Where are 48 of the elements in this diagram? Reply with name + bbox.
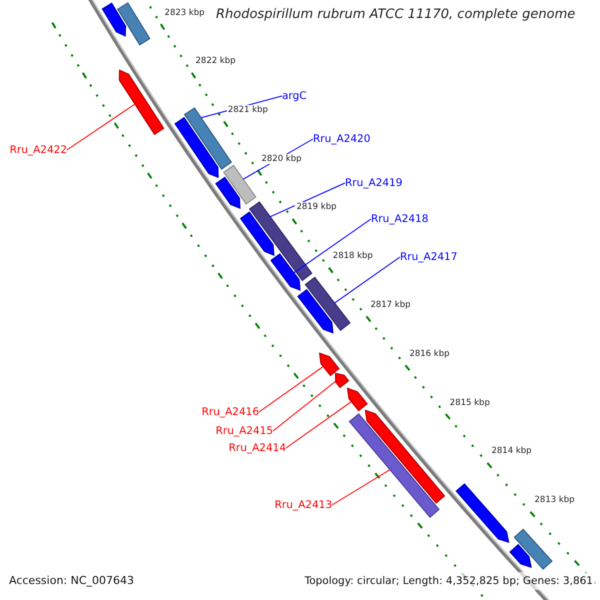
leader-line xyxy=(272,381,336,432)
scale-label: 2823 kbp xyxy=(164,8,206,18)
gene-feature xyxy=(174,116,219,178)
leader-line xyxy=(66,104,136,150)
gene-bar xyxy=(304,276,351,331)
gene-feature xyxy=(240,211,274,256)
gene-feature xyxy=(364,410,446,504)
gene-label: argC xyxy=(282,89,307,103)
gene-bar xyxy=(117,2,150,46)
scale-label: 2816 kbp xyxy=(408,348,451,359)
gene-label: Rru_A2417 xyxy=(400,250,458,264)
gene-label: Rru_A2415 xyxy=(216,424,273,438)
scale-label: 2820 kbp xyxy=(260,154,303,164)
leader-line xyxy=(332,469,390,506)
gene-label: Rru_A2414 xyxy=(228,441,286,455)
gene-bar xyxy=(348,413,440,518)
gene-bar xyxy=(223,164,256,205)
leader-line xyxy=(270,182,346,218)
leader-line xyxy=(286,401,352,448)
gene-label: Rru_A2419 xyxy=(345,176,402,190)
gene-feature xyxy=(102,2,126,37)
gene-feature xyxy=(456,483,510,544)
gene-feature xyxy=(297,289,334,334)
accession-label: Accession: NC_007643 xyxy=(9,573,134,589)
leader-line xyxy=(334,256,400,304)
leader-line xyxy=(258,366,324,412)
gene-bar xyxy=(514,528,553,570)
scale-label: 2815 kbp xyxy=(448,398,491,408)
gene-feature xyxy=(346,387,368,412)
gene-label: Rru_A2416 xyxy=(202,405,259,419)
gene-feature xyxy=(335,372,350,388)
scale-label: 2813 kbp xyxy=(534,495,576,506)
scale-label: 2819 kbp xyxy=(295,202,338,212)
gene-feature xyxy=(319,352,340,376)
gene-label: Rru_A2420 xyxy=(313,132,370,146)
leader-line xyxy=(293,218,372,274)
gene-label: Rru_A2413 xyxy=(274,498,332,512)
gene-feature xyxy=(118,69,164,136)
scale-label: 2814 kbp xyxy=(490,446,533,456)
gene-feature xyxy=(509,544,532,568)
scale-label: 2821 kbp xyxy=(226,105,269,116)
scale-label: 2817 kbp xyxy=(369,300,412,310)
scale-label: 2818 kbp xyxy=(332,251,374,262)
gene-label: Rru_A2418 xyxy=(371,212,428,226)
gene-feature xyxy=(270,253,301,291)
gene-label: Rru_A2422 xyxy=(10,143,67,157)
scale-label: 2822 kbp xyxy=(194,56,237,66)
gene-feature xyxy=(215,176,241,210)
